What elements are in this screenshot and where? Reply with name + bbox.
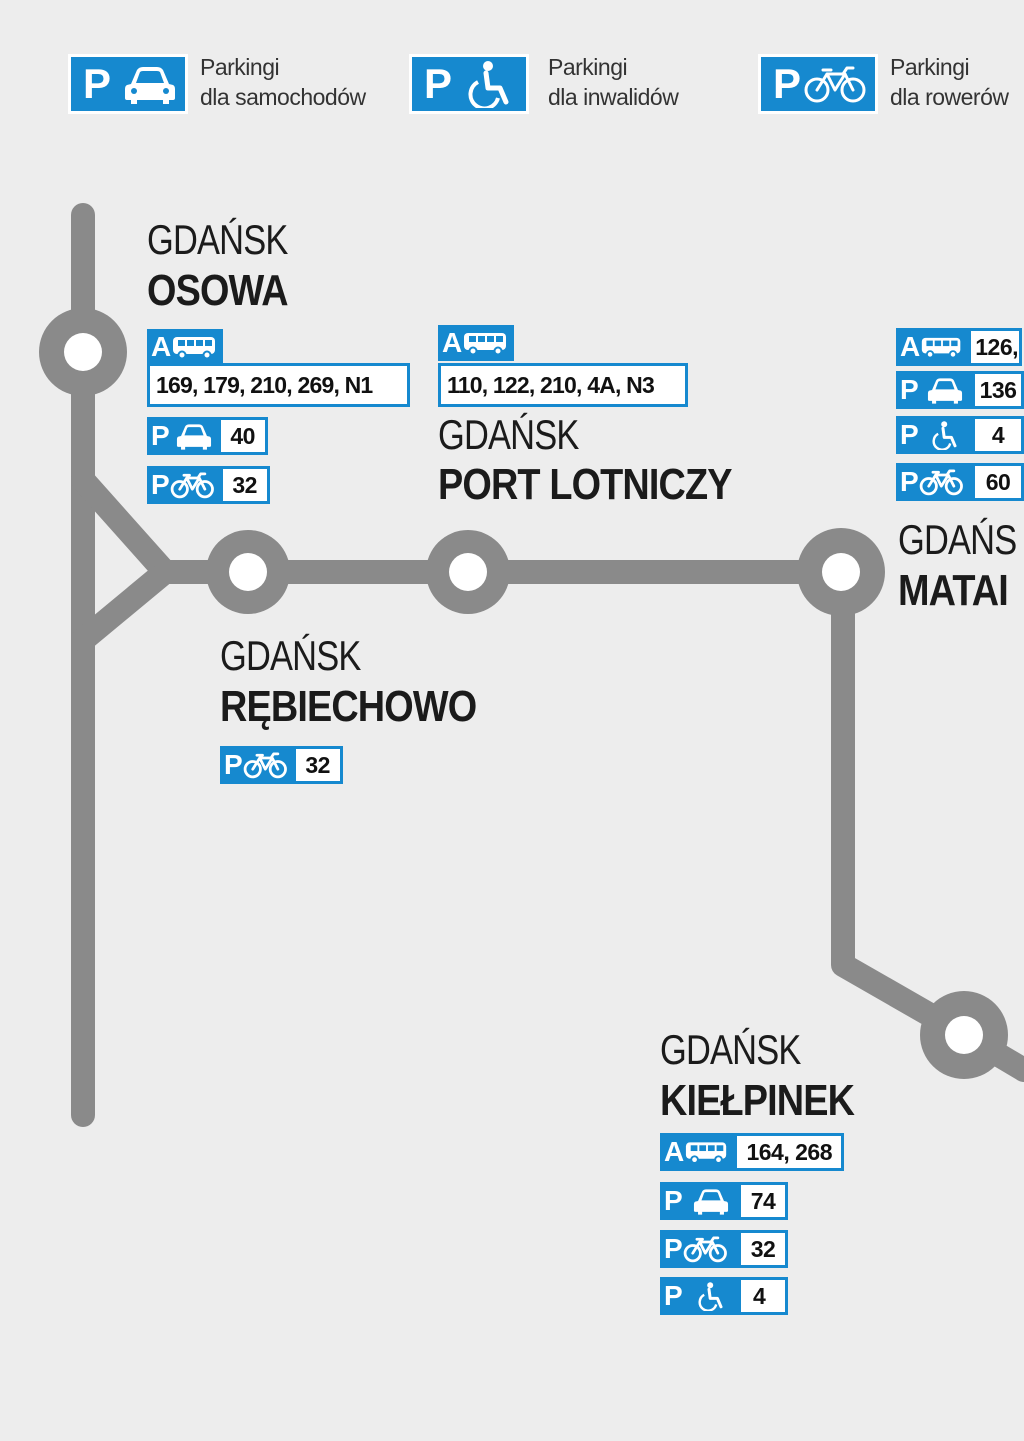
- bike-parking-osowa: P 32: [147, 466, 270, 504]
- legend-disabled-badge: P: [409, 54, 529, 114]
- bus-icon: [686, 1142, 727, 1164]
- bus-badge-osowa: A: [147, 329, 224, 365]
- bicycle-icon: [683, 1236, 727, 1263]
- bike-parking-rebiechowo: P 32: [220, 746, 343, 784]
- car-parking-osowa: P 40: [147, 417, 268, 455]
- bicycle-icon: [243, 752, 287, 779]
- car-icon: [125, 67, 176, 104]
- legend-car-badge: P: [68, 54, 188, 114]
- bus-icon: [922, 337, 961, 359]
- bike-parking-kielpinek: P 32: [660, 1230, 788, 1268]
- bus-badge-port-lotniczy: A: [438, 325, 515, 361]
- station-name-kielpinek: KIEŁPINEK: [660, 1076, 855, 1125]
- station-city-kielpinek: GDAŃSK: [660, 1026, 801, 1073]
- bus-icon: [464, 333, 507, 356]
- station-city-matarnia: GDAŃS: [898, 516, 1017, 563]
- track-junction: [71, 468, 177, 652]
- wheelchair-icon: [698, 1282, 723, 1311]
- station-city-osowa: GDAŃSK: [147, 216, 288, 263]
- station-name-osowa: OSOWA: [147, 266, 289, 315]
- wheelchair-icon: [932, 421, 957, 450]
- car-icon: [927, 378, 962, 404]
- bus-parking-matarnia: A 126,: [896, 328, 1023, 366]
- station-city-rebiechowo: GDAŃSK: [220, 632, 361, 679]
- bus-lines-port-lotniczy: 110, 122, 210, 4A, N3: [438, 363, 688, 407]
- bus-icon: [173, 337, 216, 360]
- bike-parking-matarnia: P 60: [896, 463, 1024, 501]
- car-parking-kielpinek: P 74: [660, 1182, 788, 1220]
- station-city-port-lotniczy: GDAŃSK: [438, 411, 579, 458]
- station-name-rebiechowo: RĘBIECHOWO: [220, 682, 477, 731]
- car-icon: [176, 424, 211, 450]
- bicycle-icon: [804, 66, 866, 103]
- station-name-matarnia: MATAI: [898, 566, 1009, 615]
- station-name-port-lotniczy: PORT LOTNICZY: [438, 460, 732, 509]
- bus-lines-osowa: 169, 179, 210, 269, N1: [147, 363, 410, 407]
- disabled-parking-kielpinek: P 4: [660, 1277, 788, 1315]
- car-parking-matarnia: P 136: [896, 371, 1024, 409]
- disabled-parking-matarnia: P 4: [896, 416, 1024, 454]
- bicycle-icon: [919, 469, 963, 496]
- wheelchair-icon: [468, 61, 509, 108]
- legend-bike-badge: P: [758, 54, 878, 114]
- car-icon: [693, 1189, 728, 1215]
- bicycle-icon: [170, 472, 214, 499]
- bus-parking-kielpinek: A 164, 268: [660, 1133, 845, 1171]
